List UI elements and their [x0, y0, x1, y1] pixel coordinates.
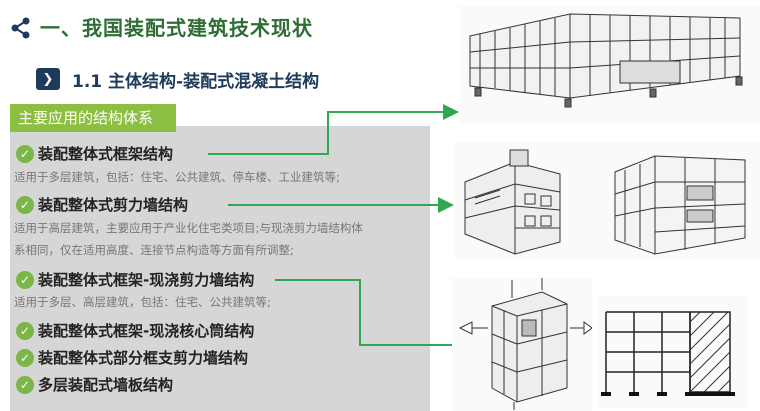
item-label: 装配整体式剪力墙结构	[38, 196, 189, 214]
item-label: 装配整体式部分框支剪力墙结构	[38, 349, 249, 367]
frame-shearwall-3d-figure	[452, 278, 592, 411]
item-label: 装配整体式框架-现浇核心筒结构	[38, 322, 255, 340]
list-item: ✓ 装配整体式框架结构	[16, 143, 173, 164]
item-desc: 适用于多层、高层建筑，包括：住宅、公共建筑等;	[14, 295, 271, 309]
list-item: ✓ 多层装配式墙板结构	[16, 374, 173, 395]
item-desc: 适用于多层建筑，包括：住宅、公共建筑、停车楼、工业建筑等;	[14, 170, 340, 184]
check-icon: ✓	[16, 375, 34, 394]
subtitle-row: ❯ 1.1 主体结构-装配式混凝土结构	[36, 66, 319, 92]
section-subtitle: 1.1 主体结构-装配式混凝土结构	[72, 71, 320, 92]
check-icon: ✓	[16, 144, 34, 163]
panel-header: 主要应用的结构体系	[10, 104, 176, 132]
item-label: 装配整体式框架结构	[38, 145, 174, 163]
item-desc: 系相同，仅在适用高度、连接节点构造等方面有所调整;	[14, 243, 294, 257]
list-item: ✓ 装配整体式框架-现浇核心筒结构	[16, 320, 254, 341]
shear-wall-figure	[455, 142, 760, 260]
page-title: 一、我国装配式建筑技术现状	[40, 16, 313, 40]
list-item: ✓ 装配整体式部分框支剪力墙结构	[16, 347, 248, 368]
list-item: ✓ 装配整体式框架-现浇剪力墙结构	[16, 269, 254, 290]
item-desc: 适用于高层建筑，主要应用于产业化住宅类项目;与现浇剪力墙结构体	[14, 221, 363, 235]
share-icon	[11, 17, 30, 39]
check-icon: ✓	[16, 270, 34, 289]
check-icon: ✓	[16, 348, 34, 367]
chevron-right-icon: ❯	[36, 68, 60, 90]
frame-structure-figure	[460, 6, 760, 124]
list-item: ✓ 装配整体式剪力墙结构	[16, 194, 188, 215]
item-label: 多层装配式墙板结构	[38, 376, 174, 394]
structure-panel	[10, 126, 430, 411]
check-icon: ✓	[16, 195, 34, 214]
check-icon: ✓	[16, 321, 34, 340]
item-label: 装配整体式框架-现浇剪力墙结构	[38, 271, 255, 289]
frame-shearwall-2d-figure	[598, 296, 748, 408]
